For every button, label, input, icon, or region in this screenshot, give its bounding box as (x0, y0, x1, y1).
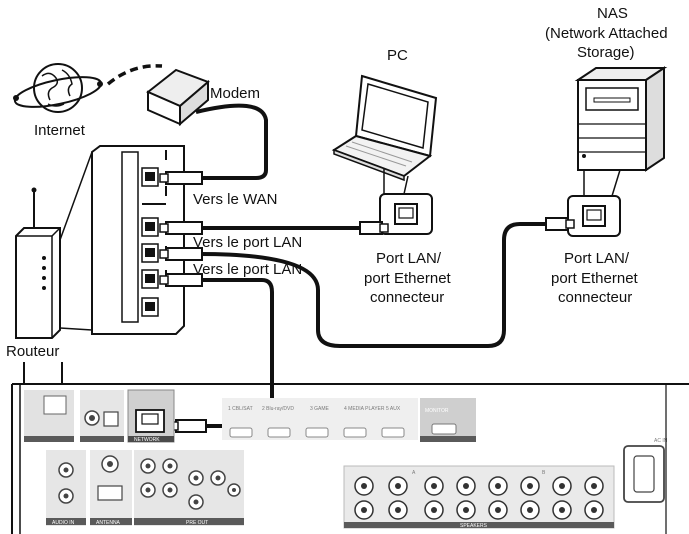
internet-label: Internet (34, 122, 86, 139)
modem-label: Modem (210, 85, 260, 102)
nas-port-label-1: Port LAN/ (564, 250, 630, 267)
nas-cable-plug-router-icon (159, 247, 203, 261)
cable-to-nas (199, 222, 550, 348)
pc-port-label-2: port Ethernet (364, 270, 452, 287)
pre-out-label: PRE OUT (186, 520, 208, 526)
to-wan-label: Vers le WAN (193, 191, 277, 208)
pc-lan-port[interactable] (379, 193, 433, 235)
audio-in-label: AUDIO IN (52, 520, 75, 526)
pc-zoom-lines (383, 168, 409, 195)
network-port-label: NETWORK (134, 437, 160, 443)
ac-in-label: AC IN (654, 438, 668, 444)
hdmi-monitor-output (420, 398, 476, 442)
router-label: Routeur (6, 343, 59, 360)
to-lan-label-1: Vers le port LAN (193, 234, 302, 251)
nas-label-2: (Network Attached (545, 25, 668, 42)
hdmi-input-5-label: 5 AUX (386, 406, 401, 412)
nas-port-label-3: connecteur (558, 289, 632, 306)
router-lan-port-4[interactable] (141, 297, 159, 317)
cable-wan (195, 103, 268, 180)
monitor-label: MONITOR (425, 408, 449, 414)
pc-cable-plug-router-icon (159, 221, 203, 235)
receiver-network-port[interactable] (127, 389, 175, 443)
router-port-panel (91, 145, 185, 335)
hdmi-input-2-label: 2 Blu-ray/DVD (262, 406, 294, 412)
audio-in-jacks (46, 450, 86, 526)
nas-label-1: NAS (597, 5, 628, 22)
pc-port-label-3: connecteur (370, 289, 444, 306)
router-icon (15, 187, 61, 339)
speaker-channel-a-label: A (412, 470, 416, 476)
hdmi-input-3-label: 3 GAME (310, 406, 330, 412)
router-wan-port[interactable] (141, 167, 159, 187)
router-lan-port-3[interactable] (141, 269, 159, 289)
internet-modem-link (106, 64, 163, 86)
router-lan-port-2[interactable] (141, 243, 159, 263)
nas-icon (574, 66, 668, 172)
nas-port-label-2: port Ethernet (551, 270, 639, 287)
nas-zoom-lines (583, 169, 621, 197)
router-lan-port-1[interactable] (141, 217, 159, 237)
pre-out-jacks (134, 450, 244, 526)
laptop-icon (331, 74, 438, 182)
zoom-lines (59, 151, 93, 331)
pc-label: PC (387, 47, 408, 64)
nas-label-3: Storage) (577, 44, 635, 61)
hdmi-input-block (222, 398, 418, 440)
hdmi-input-4-label: 4 MEDIA PLAYER (344, 406, 385, 412)
receiver-cable-plug-icon (169, 419, 207, 433)
pc-port-label-1: Port LAN/ (376, 250, 442, 267)
pc-cable-plug-pc-icon (359, 221, 389, 235)
modem-icon (146, 68, 210, 127)
antenna-terminals (90, 450, 132, 526)
receiver-rear-panel (11, 362, 689, 534)
nas-cable-plug-nas-icon (545, 217, 575, 231)
receiver-cable-plug-router-icon (159, 273, 203, 287)
hdmi-input-1-label: 1 CBL/SAT (228, 406, 253, 412)
speaker-channel-b-label: B (542, 470, 546, 476)
ac-in-socket (623, 445, 665, 503)
to-lan-label-2: Vers le port LAN (193, 261, 302, 278)
antenna-label: ANTENNA (96, 520, 121, 526)
speakers-label: SPEAKERS (460, 523, 488, 529)
wan-cable-plug-icon (159, 171, 203, 185)
nas-lan-port[interactable] (567, 195, 621, 237)
internet-globe-icon (13, 63, 103, 113)
speaker-terminals (343, 465, 615, 529)
